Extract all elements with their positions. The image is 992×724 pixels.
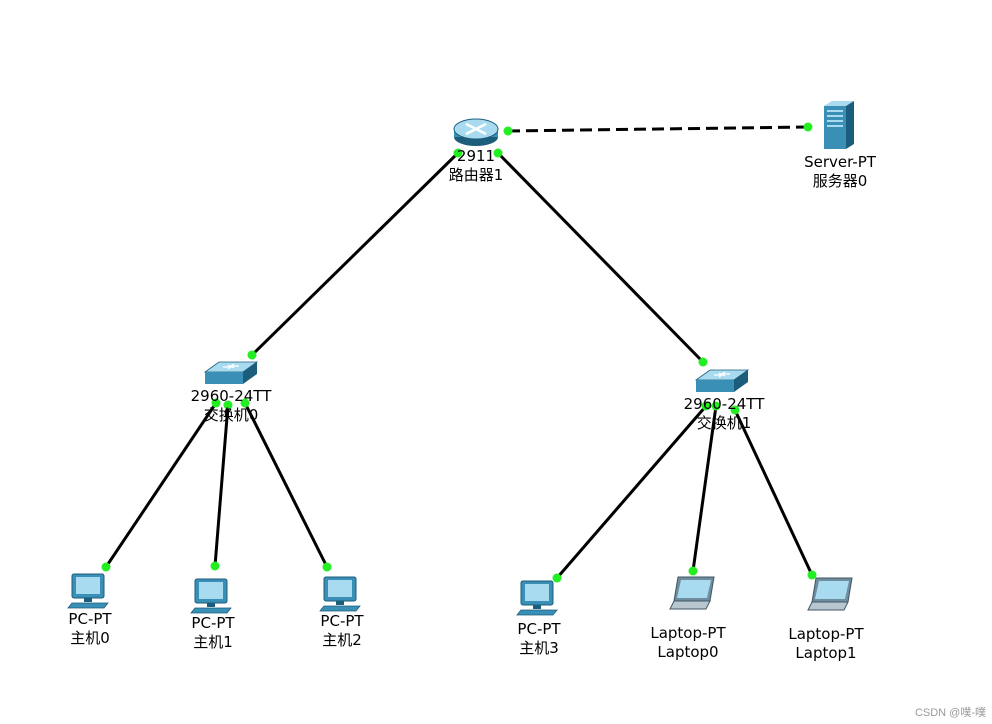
device-model-label: PC-PT: [517, 620, 561, 638]
port-status-dot: [322, 562, 332, 572]
device-model-label: 2960-24TT: [191, 387, 273, 405]
device-model-label: Laptop-PT: [788, 625, 864, 643]
server-icon[interactable]: [824, 101, 854, 149]
device-name-label: 服务器0: [813, 172, 868, 190]
port-status-dot: [503, 126, 513, 136]
device-model-label: 2960-24TT: [684, 395, 766, 413]
device-name-label: 主机0: [70, 629, 110, 647]
link-switch1-laptop1[interactable]: [733, 409, 814, 576]
laptop-icon[interactable]: [807, 577, 853, 611]
port-status-dot: [711, 401, 721, 411]
laptop-icon[interactable]: [669, 576, 715, 610]
device-name-label: Laptop0: [657, 643, 718, 661]
port-status-dot: [247, 350, 257, 360]
switch-icon[interactable]: [694, 369, 750, 392]
port-status-dot: [453, 148, 463, 158]
device-model-label: Server-PT: [804, 153, 877, 171]
port-status-dot: [240, 398, 250, 408]
link-switch1-laptop0[interactable]: [691, 405, 718, 572]
device-model-label: PC-PT: [320, 612, 364, 630]
link-switch1-pc3[interactable]: [555, 405, 708, 579]
port-status-dot: [552, 573, 562, 583]
pc-icon[interactable]: [319, 576, 361, 612]
device-model-label: 2911: [457, 147, 495, 165]
device-name-label: Laptop1: [795, 644, 856, 662]
link-switch0-pc1[interactable]: [213, 404, 230, 567]
port-status-dot: [688, 566, 698, 576]
port-status-dot: [701, 401, 711, 411]
link-router1-server0[interactable]: [507, 125, 809, 133]
watermark: CSDN @噗-噗: [914, 707, 986, 719]
device-name-label: 交换机0: [204, 406, 259, 424]
port-status-dot: [803, 122, 813, 132]
link-switch0-pc2[interactable]: [243, 402, 329, 568]
port-status-dot: [211, 398, 221, 408]
pc-icon[interactable]: [516, 580, 558, 616]
link-router1-switch0[interactable]: [250, 151, 460, 357]
port-status-dot: [698, 357, 708, 367]
port-status-dot: [210, 561, 220, 571]
device-name-label: 交换机1: [697, 414, 752, 432]
device-name-label: 路由器1: [449, 166, 504, 184]
device-name-label: 主机2: [322, 631, 362, 649]
device-name-label: 主机3: [519, 639, 559, 657]
pc-icon[interactable]: [190, 578, 232, 614]
device-name-label: 主机1: [193, 633, 233, 651]
port-status-dot: [101, 562, 111, 572]
device-model-label: PC-PT: [68, 610, 112, 628]
port-status-dot: [807, 570, 817, 580]
link-router1-switch1[interactable]: [496, 151, 705, 364]
device-model-label: PC-PT: [191, 614, 235, 632]
port-status-dot: [223, 400, 233, 410]
pc-icon[interactable]: [67, 573, 109, 609]
device-model-label: Laptop-PT: [650, 624, 726, 642]
port-status-dot: [730, 405, 740, 415]
port-status-dot: [493, 148, 503, 158]
link-switch0-pc0[interactable]: [104, 402, 218, 568]
router-icon[interactable]: [453, 118, 499, 146]
switch-icon[interactable]: [203, 361, 259, 384]
